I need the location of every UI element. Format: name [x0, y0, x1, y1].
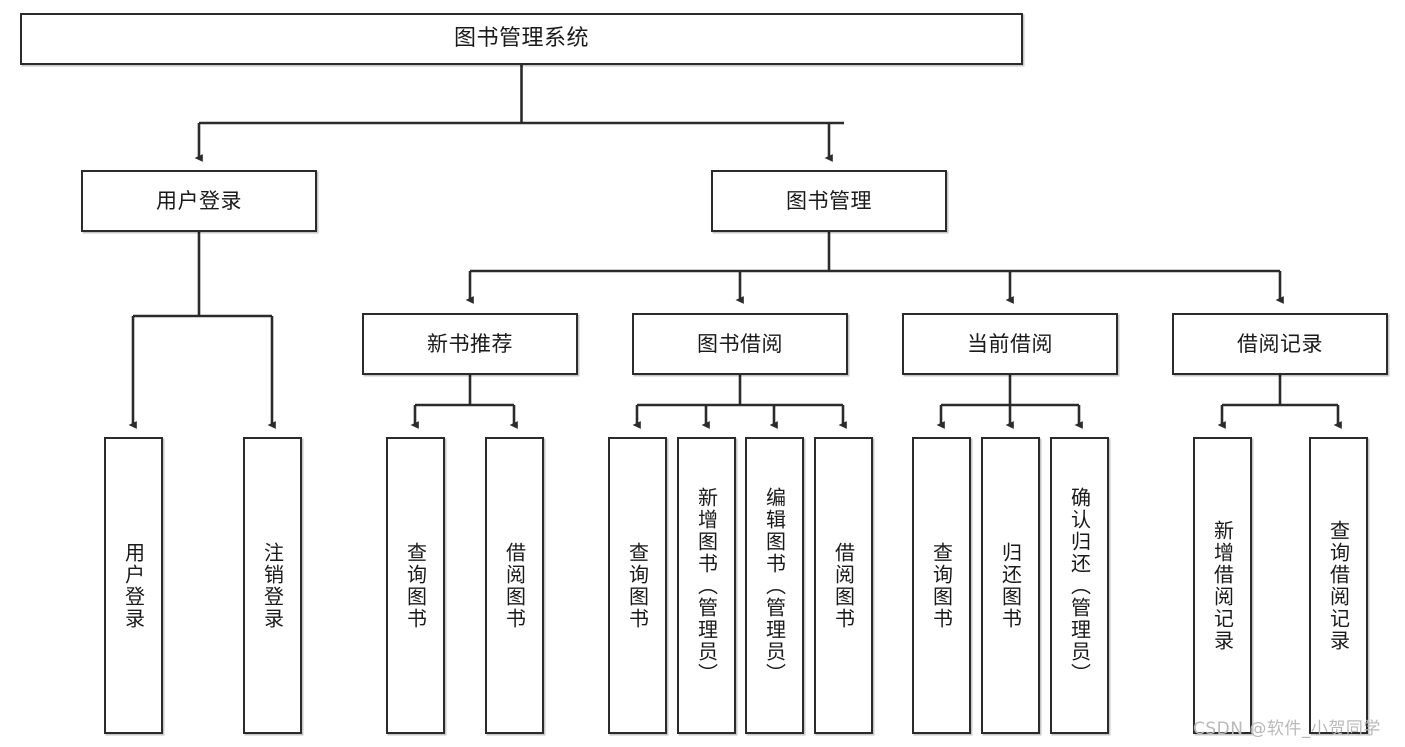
leaf-query-book-nb[interactable]: 查询图书 [386, 437, 445, 734]
leaf-confirm-return-admin[interactable]: 确认归还（管理员） [1050, 437, 1109, 734]
leaf-query-borrow-record[interactable]: 查询借阅记录 [1309, 437, 1368, 734]
node-user-login-label: 用户登录 [156, 188, 242, 213]
node-book-borrow-label: 图书借阅 [697, 331, 783, 356]
leaf-add-borrow-record[interactable]: 新增借阅记录 [1193, 437, 1252, 734]
node-book-borrow[interactable]: 图书借阅 [632, 313, 848, 375]
leaf-add-book-admin[interactable]: 新增图书（管理员） [677, 437, 736, 734]
node-new-book-recommend-label: 新书推荐 [427, 331, 513, 356]
node-current-borrow[interactable]: 当前借阅 [902, 313, 1118, 375]
watermark-credit: CSDN @软件_小贺同学 [1193, 719, 1381, 739]
leaf-return-book[interactable]: 归还图书 [981, 437, 1040, 734]
leaf-query-book-nb-label: 查询图书 [403, 541, 428, 630]
leaf-borrow-book-nb-label: 借阅图书 [502, 541, 527, 630]
leaf-add-borrow-record-label: 新增借阅记录 [1210, 519, 1235, 652]
leaf-query-book-bb[interactable]: 查询图书 [608, 437, 667, 734]
leaf-borrow-book-bb[interactable]: 借阅图书 [814, 437, 873, 734]
leaf-logout-label: 注销登录 [260, 541, 285, 630]
node-current-borrow-label: 当前借阅 [967, 331, 1053, 356]
leaf-user-login-label: 用户登录 [121, 541, 146, 630]
leaf-query-book-cb-label: 查询图书 [929, 541, 954, 630]
leaf-borrow-book-nb[interactable]: 借阅图书 [485, 437, 544, 734]
leaf-confirm-return-admin-label: 确认归还（管理员） [1067, 486, 1092, 685]
leaf-edit-book-admin-label: 编辑图书（管理员） [762, 486, 787, 685]
leaf-edit-book-admin[interactable]: 编辑图书（管理员） [745, 437, 804, 734]
leaf-return-book-label: 归还图书 [998, 541, 1023, 630]
leaf-query-book-cb[interactable]: 查询图书 [912, 437, 971, 734]
leaf-logout[interactable]: 注销登录 [243, 437, 302, 734]
node-root-label: 图书管理系统 [453, 26, 589, 52]
node-new-book-recommend[interactable]: 新书推荐 [362, 313, 578, 375]
leaf-add-book-admin-label: 新增图书（管理员） [694, 486, 719, 685]
node-book-management-label: 图书管理 [786, 188, 872, 213]
leaf-query-borrow-record-label: 查询借阅记录 [1326, 519, 1351, 652]
leaf-user-login[interactable]: 用户登录 [104, 437, 163, 734]
node-book-management[interactable]: 图书管理 [711, 170, 947, 232]
node-borrow-record-label: 借阅记录 [1237, 331, 1323, 356]
leaf-query-book-bb-label: 查询图书 [625, 541, 650, 630]
node-user-login[interactable]: 用户登录 [81, 170, 317, 232]
node-borrow-record[interactable]: 借阅记录 [1172, 313, 1388, 375]
leaf-borrow-book-bb-label: 借阅图书 [831, 541, 856, 630]
node-root[interactable]: 图书管理系统 [20, 13, 1023, 65]
